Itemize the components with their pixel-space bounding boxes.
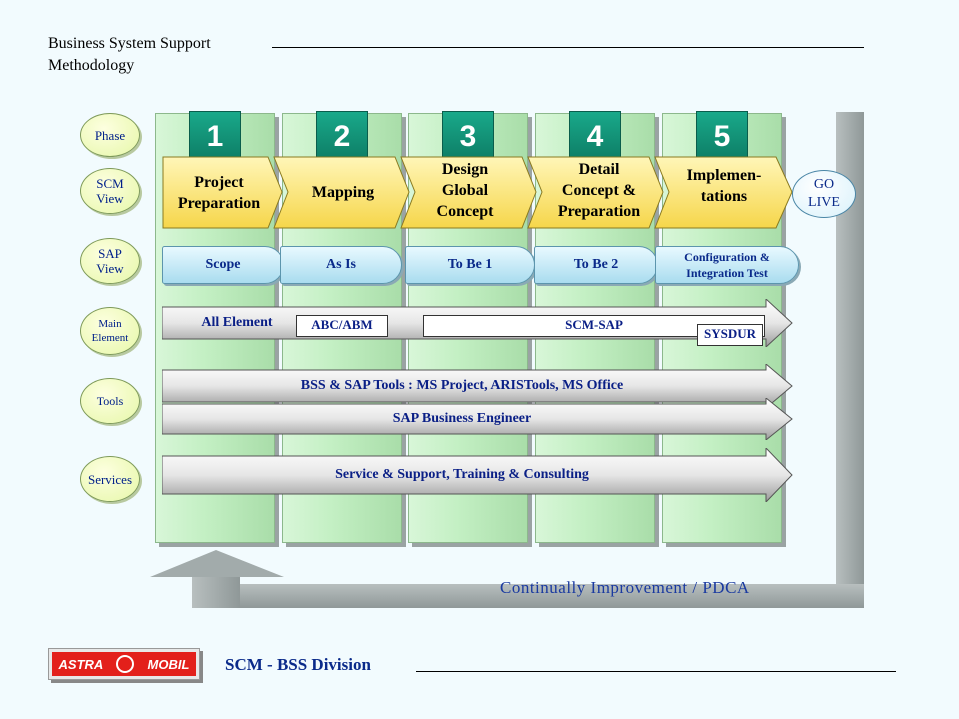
- title-rule: [272, 47, 864, 48]
- sap-step-5: Configuration & Integration Test: [655, 246, 799, 284]
- row-label-tools: Tools: [80, 378, 140, 424]
- row-label-main-element: Main Element: [80, 307, 140, 355]
- scm-step-text: Concept: [436, 203, 494, 220]
- sap-step-2: As Is: [280, 246, 402, 284]
- scm-sap-box: SCM-SAP: [423, 315, 765, 337]
- tools-bar-2: SAP Business Engineer: [162, 398, 794, 440]
- phase-number-4: 4: [569, 111, 621, 159]
- sap-step-1: Scope: [162, 246, 284, 284]
- scm-step-text: Preparation: [557, 203, 641, 220]
- row-label-services: Services: [80, 456, 140, 502]
- footer-rule: [416, 671, 896, 672]
- tools-bar-1-text: BSS & SAP Tools : MS Project, ARISTools,…: [300, 378, 624, 393]
- row-label-text: View: [96, 261, 124, 276]
- main-element-label: All Element: [201, 315, 273, 330]
- services-bar: Service & Support, Training & Consulting: [162, 448, 794, 502]
- scm-step-text: Detail: [578, 161, 620, 178]
- scm-step-text: Project: [194, 173, 244, 191]
- scm-step-text: Preparation: [177, 194, 261, 212]
- title-line1: Business System Support: [48, 35, 211, 52]
- phase-number-2: 2: [316, 111, 368, 159]
- scm-step-5: Implemen-tations: [662, 148, 786, 223]
- logo-text-left: ASTRA: [58, 656, 104, 672]
- sap-step-4: To Be 2: [534, 246, 658, 284]
- abc-abm-box: ABC/ABM: [296, 315, 388, 337]
- row-label-text: SCM: [96, 176, 124, 191]
- logo-text-right: MOBIL: [147, 656, 190, 672]
- page-title: Business System Support Methodology: [48, 33, 211, 77]
- globe-icon: [116, 655, 135, 673]
- go-live-text: LIVE: [808, 195, 840, 210]
- tools-bar-1: BSS & SAP Tools : MS Project, ARISTools,…: [162, 364, 794, 408]
- scm-step-2: Mapping: [282, 155, 404, 230]
- pdca-label: Continually Improvement / PDCA: [500, 578, 750, 597]
- sap-step-text: Configuration &: [684, 250, 770, 264]
- phase-number-5: 5: [696, 111, 748, 159]
- scm-step-text: Design: [441, 161, 489, 178]
- go-live-badge: GO LIVE: [792, 170, 856, 218]
- row-label-text: Main: [98, 318, 122, 330]
- sap-step-text: Integration Test: [686, 266, 768, 280]
- row-label-sap-view: SAP View: [80, 238, 140, 284]
- astra-mobil-logo: ASTRA MOBIL: [48, 648, 200, 680]
- row-label-text: SAP: [98, 246, 122, 261]
- phase-number-1: 1: [189, 111, 241, 159]
- scm-step-text: tations: [700, 187, 748, 205]
- scm-step-text: Global: [441, 182, 489, 199]
- sap-step-3: To Be 1: [405, 246, 535, 284]
- bar-arrow-shape: [162, 448, 793, 502]
- title-line2: Methodology: [48, 57, 135, 74]
- sysdur-box: SYSDUR: [697, 324, 763, 346]
- row-label-scm-view: SCM View: [80, 168, 140, 214]
- scm-view-chevrons: [162, 156, 793, 229]
- scm-step-text: Implemen-: [686, 166, 762, 184]
- go-live-text: GO: [813, 177, 835, 192]
- bar-arrow-shape: [162, 364, 793, 408]
- phase-number-3: 3: [442, 111, 494, 159]
- scm-step-text: Mapping: [311, 184, 375, 201]
- scm-step-text: Concept &: [561, 182, 637, 199]
- division-label: SCM - BSS Division: [225, 655, 371, 674]
- row-label-text: Element: [91, 332, 129, 344]
- tools-bar-2-text: SAP Business Engineer: [392, 411, 532, 426]
- services-bar-text: Service & Support, Training & Consulting: [335, 467, 589, 482]
- row-label-phase: Phase: [80, 113, 140, 157]
- bar-arrow-shape: [162, 398, 793, 440]
- row-label-text: View: [96, 191, 124, 206]
